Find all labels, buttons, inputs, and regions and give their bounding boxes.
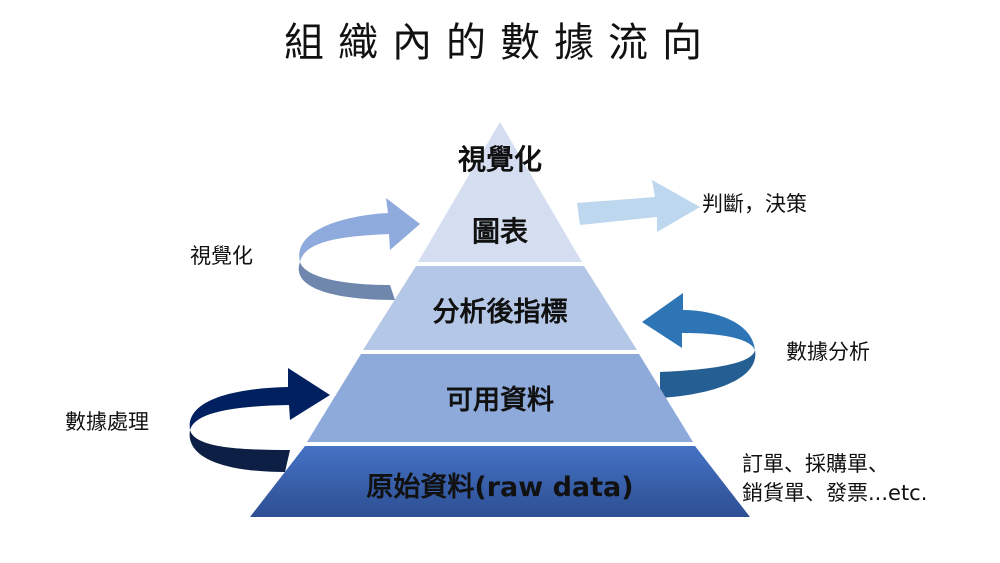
processing-arrow-back bbox=[189, 430, 290, 472]
source-note-line1: 訂單、採購單、 bbox=[742, 452, 889, 476]
apex-label: 視覺化 bbox=[457, 143, 542, 176]
visualize-label: 視覺化 bbox=[190, 244, 253, 268]
diagram-title: 組織內的數據流向 bbox=[284, 20, 716, 66]
processing-label: 數據處理 bbox=[65, 410, 149, 434]
pyramid-layer-charts bbox=[418, 122, 582, 262]
decision-label: 判斷，決策 bbox=[702, 192, 807, 216]
pyramid-layer-raw-data bbox=[250, 446, 750, 517]
source-note-line2: 銷貨單、發票...etc. bbox=[742, 481, 928, 505]
analysis-label: 數據分析 bbox=[786, 340, 870, 364]
layer-label-metrics: 分析後指標 bbox=[432, 297, 568, 328]
processing-arrow-front bbox=[189, 368, 330, 430]
visualize-arrow-front bbox=[299, 198, 420, 262]
visualize-arrow-back bbox=[298, 262, 395, 300]
layer-label-charts: 圖表 bbox=[471, 215, 528, 248]
layer-label-raw-data: 原始資料(raw data) bbox=[366, 472, 634, 503]
analysis-arrow-front bbox=[642, 293, 755, 350]
pyramid-layer-usable-data bbox=[307, 354, 693, 442]
layer-label-usable-data: 可用資料 bbox=[446, 385, 554, 416]
pyramid-layer-metrics bbox=[363, 266, 637, 350]
output-arrow bbox=[577, 180, 700, 232]
analysis-arrow-back bbox=[660, 350, 756, 398]
